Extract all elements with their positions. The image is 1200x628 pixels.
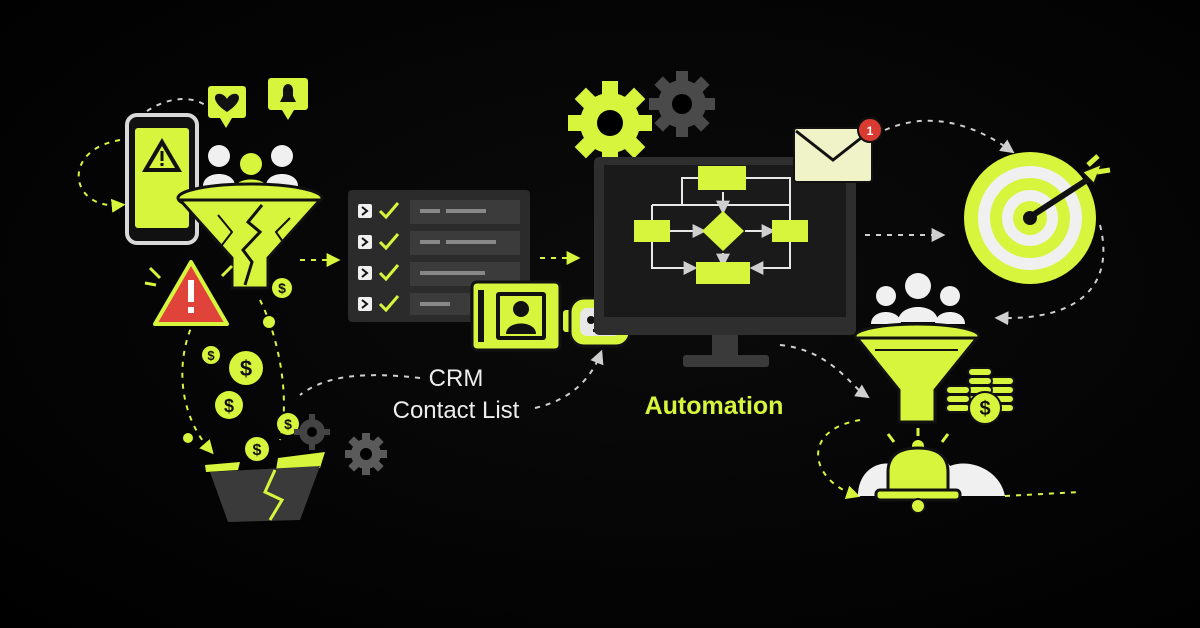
connector-bell-loop (817, 419, 861, 499)
svg-text:$: $ (278, 280, 286, 296)
dollar-icon: $ (215, 391, 243, 419)
crm-section: CRM Contact List (348, 190, 637, 424)
flow-node (772, 220, 808, 242)
flow-decision (702, 211, 744, 251)
dollar-icon (183, 433, 193, 443)
dollar-icon: $ (277, 413, 299, 435)
dollar-coins: $ $ $ $ $ $ (183, 278, 299, 461)
svg-text:$: $ (240, 356, 252, 381)
check-icon (378, 264, 400, 282)
list-item (358, 293, 470, 315)
broken-pot-icon (205, 452, 325, 522)
check-icon (378, 202, 400, 220)
svg-text:$: $ (284, 416, 292, 432)
connector-leak-left (181, 309, 214, 455)
coin-stack-icon: $ (945, 367, 1015, 425)
phone-icon (125, 113, 199, 245)
connector-label-to-funnel (299, 374, 421, 396)
warning-icon (144, 260, 234, 326)
automation-label: Automation (645, 392, 784, 420)
cracked-funnel-icon (176, 182, 324, 290)
dollar-icon: $ (968, 391, 1002, 425)
flow-node (696, 262, 750, 284)
automation-section: 1 Automation (568, 71, 883, 420)
svg-text:$: $ (253, 442, 262, 459)
list-item (358, 231, 520, 255)
target-icon (964, 152, 1111, 284)
crm-label-line1: CRM (429, 365, 484, 392)
conversion-section: $ (853, 152, 1111, 514)
flow-connectors (77, 98, 1105, 499)
bell-icon (858, 428, 1005, 514)
crm-label-line2: Contact List (393, 397, 520, 424)
gear-icon (294, 414, 330, 450)
check-icon (378, 295, 400, 313)
gear-icon (345, 433, 387, 475)
flow-node (698, 166, 746, 190)
check-icon (378, 233, 400, 251)
notification-badge: 1 (857, 117, 883, 143)
connector-email-to-target (884, 119, 1015, 154)
notification-bubble-icon (268, 78, 308, 120)
dollar-icon (263, 316, 275, 328)
svg-text:$: $ (979, 398, 990, 420)
connector-phone-loop (77, 139, 126, 213)
heart-icon (208, 86, 246, 128)
gear-icon (649, 71, 715, 137)
svg-text:$: $ (224, 396, 234, 416)
leaky-funnel-section: $ $ $ $ $ $ (125, 78, 387, 522)
connector-bell-right (1004, 491, 1081, 497)
flowchart-diagram (634, 166, 808, 284)
dollar-icon: $ (202, 346, 220, 364)
dollar-icon: $ (245, 437, 269, 461)
list-item (358, 200, 520, 224)
contact-card-icon (470, 280, 562, 352)
email-icon (793, 127, 873, 183)
people-icon (871, 273, 965, 324)
funnel-icon (853, 322, 981, 424)
svg-text:$: $ (207, 348, 215, 363)
dollar-icon: $ (229, 351, 263, 385)
dollar-icon: $ (272, 278, 292, 298)
flow-node (634, 220, 670, 242)
svg-text:1: 1 (867, 124, 874, 138)
connector-label-to-robot (534, 349, 604, 409)
connector-monitor-to-funnel (779, 344, 870, 399)
